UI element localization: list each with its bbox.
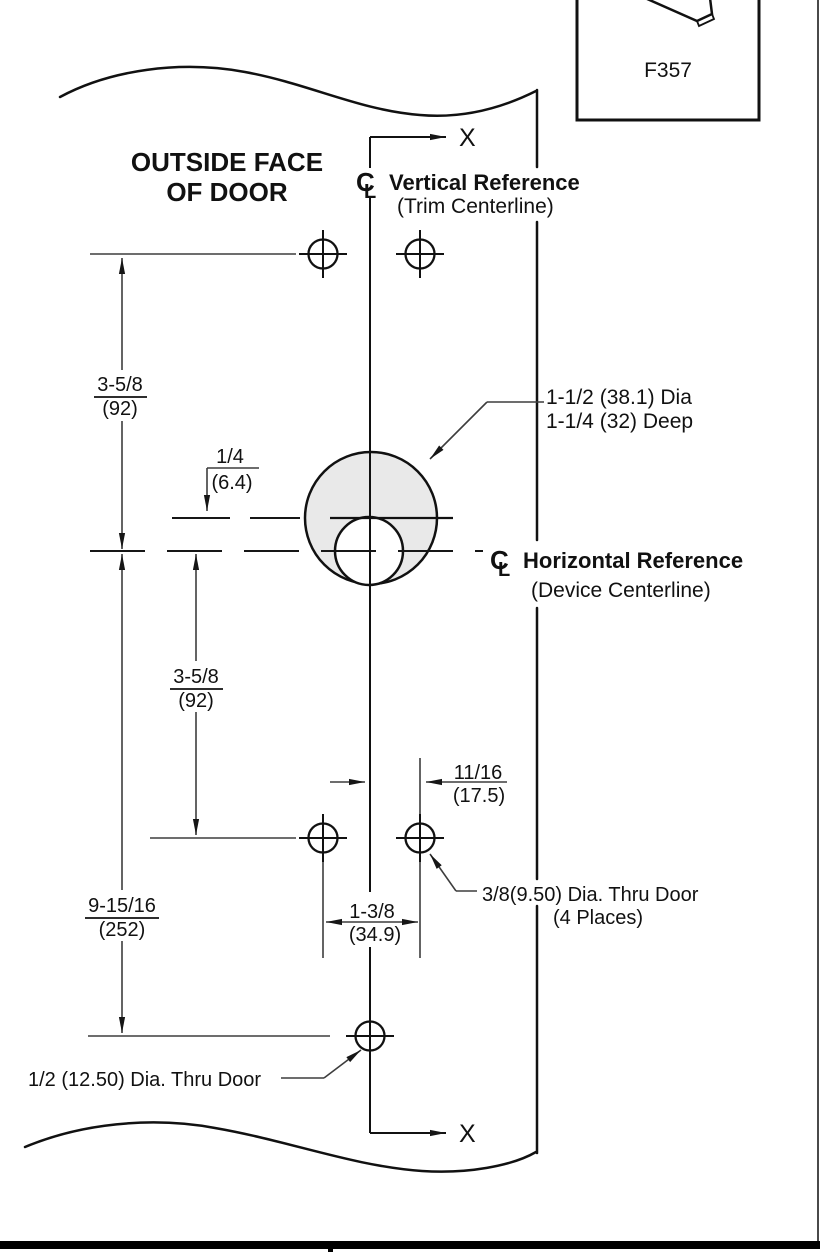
- svg-text:C: C: [356, 167, 375, 197]
- svg-text:9-15/16: 9-15/16: [88, 895, 156, 917]
- dim-latch-offset: 1/4 (6.4): [211, 446, 252, 494]
- cylinder-leader-arrow: [429, 401, 488, 460]
- x-axis-label-bottom: X: [459, 1120, 476, 1148]
- thru-holes-note-line1: 3/8(9.50) Dia. Thru Door: [482, 884, 699, 906]
- svg-text:(92): (92): [178, 690, 214, 712]
- dim-center-to-hole: 11/16 (17.5): [453, 762, 505, 807]
- svg-text:C: C: [490, 545, 509, 575]
- svg-text:L: L: [364, 181, 376, 203]
- horizontal-reference-subtitle: (Device Centerline): [531, 579, 711, 602]
- vertical-reference-subtitle: (Trim Centerline): [397, 195, 554, 218]
- part-box-frame: [575, 0, 761, 122]
- drill-hole-marker-top-right: [396, 230, 444, 278]
- center-hole-leader-arrow: [323, 1049, 362, 1079]
- outside-face-heading-line2: OF DOOR: [166, 177, 288, 207]
- door-break-line-bottom: [23, 1121, 538, 1173]
- outside-face-heading-line1: OUTSIDE FACE: [131, 147, 323, 177]
- x-axis-label-top: X: [459, 124, 476, 152]
- horizontal-reference-title: Horizontal Reference: [523, 548, 743, 573]
- svg-text:(34.9): (34.9): [349, 924, 401, 946]
- cylinder-note-line1: 1-1/2 (38.1) Dia: [546, 386, 692, 409]
- svg-text:(252): (252): [99, 919, 146, 941]
- drill-hole-marker-center-bottom: [346, 1012, 394, 1060]
- drill-hole-marker-bottom-right: [396, 814, 444, 862]
- svg-text:1-3/8: 1-3/8: [349, 901, 395, 923]
- thru-holes-leader-arrow: [429, 853, 457, 892]
- dimension-lines: [118, 258, 507, 1033]
- svg-text:11/16: 11/16: [454, 762, 503, 784]
- svg-text:3-5/8: 3-5/8: [97, 374, 143, 396]
- svg-text:(6.4): (6.4): [211, 472, 252, 494]
- svg-text:L: L: [498, 559, 510, 581]
- extension-lines: [88, 253, 421, 1037]
- dim-ref-to-bottom-hole: 3-5/8 (92): [170, 666, 223, 712]
- thru-holes-note-line2: (4 Places): [553, 907, 643, 929]
- leader-lines: [281, 401, 544, 1079]
- svg-text:(92): (92): [102, 398, 138, 420]
- dim-top-hole-to-ref: 3-5/8 (92): [94, 374, 147, 420]
- door-break-line-top: [58, 65, 538, 117]
- part-number-label: F357: [644, 59, 692, 82]
- footer-table-divider: [328, 1249, 333, 1252]
- svg-text:1/4: 1/4: [216, 446, 244, 468]
- part-detail-box: F357: [575, 0, 761, 122]
- dim-hole-spacing: 1-3/8 (34.9): [349, 901, 401, 946]
- svg-text:3-5/8: 3-5/8: [173, 666, 219, 688]
- cylinder-note-line2: 1-1/4 (32) Deep: [546, 410, 693, 433]
- centerline-symbol-horizontal: C L: [490, 545, 510, 581]
- dim-ref-to-center-hole: 9-15/16 (252): [85, 895, 159, 941]
- drill-hole-marker-top-left: [299, 230, 347, 278]
- device-isometric-edge: [696, 13, 716, 28]
- vertical-reference-title: Vertical Reference: [389, 170, 580, 195]
- device-isometric-icon: [646, 0, 714, 23]
- center-hole-note: 1/2 (12.50) Dia. Thru Door: [28, 1069, 261, 1091]
- footer-bar: [0, 1241, 820, 1249]
- vertical-reference-line: [369, 133, 446, 1137]
- svg-text:(17.5): (17.5): [453, 785, 505, 807]
- centerline-symbol-vertical: C L: [356, 167, 376, 203]
- drill-hole-marker-bottom-left: [299, 814, 347, 862]
